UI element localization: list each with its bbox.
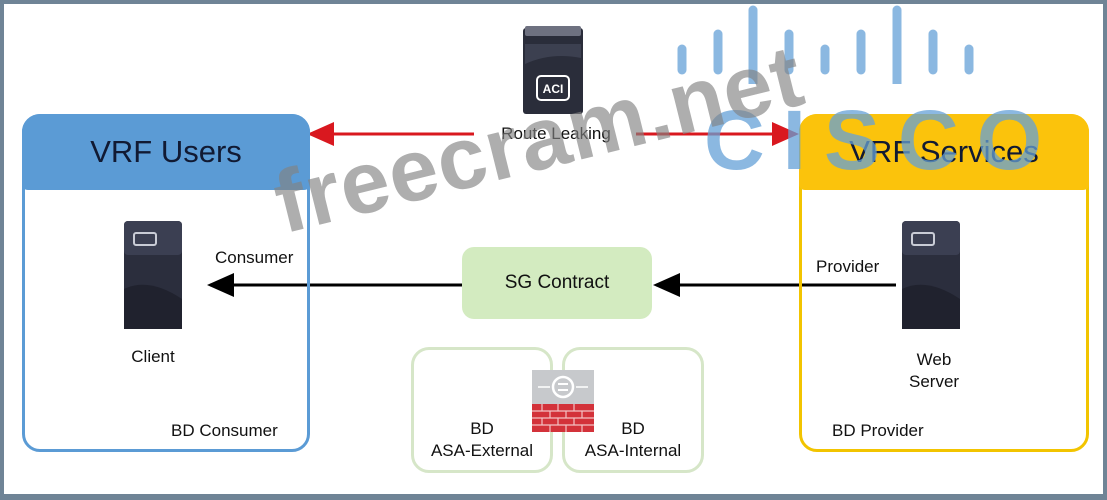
route-leaking-label: Route Leaking (501, 124, 611, 143)
consumer-label: Consumer (215, 248, 294, 267)
bd-asa-external-line2: ASA-External (430, 441, 534, 460)
bd-asa-internal-line1: BD (621, 419, 645, 438)
bd-provider-label: BD Provider (832, 421, 924, 440)
cisco-logo-bars-icon (677, 5, 974, 84)
asa-firewall-icon (532, 370, 594, 432)
connectors (207, 122, 896, 297)
web-server-icon (902, 221, 960, 329)
client-label: Client (131, 347, 175, 366)
vrf-users-title: VRF Users (22, 114, 310, 190)
web-server-label-line2: Server (909, 372, 960, 391)
aci-badge: ACI (543, 82, 564, 96)
bd-asa-external-label: BD ASA-External (414, 418, 550, 462)
vrf-services-title: VRF Services (799, 114, 1089, 190)
bd-asa-internal-line2: ASA-Internal (584, 441, 682, 460)
aci-controller-icon: ACI (523, 26, 583, 114)
client-server-icon (124, 221, 182, 329)
sg-contract-box: SG Contract (462, 247, 652, 319)
web-server-label-line1: Web (916, 350, 952, 369)
cisco-watermark: CISCO (704, 93, 1061, 187)
bd-asa-internal-label: BD ASA-Internal (565, 418, 701, 462)
diagram-canvas: ACI Route Leaking VRF Users BD Consumer … (4, 4, 1103, 494)
vrf-services-box: VRF Services BD Provider (799, 114, 1089, 452)
web-server-label: Web Server (909, 349, 959, 393)
vrf-users-box: VRF Users BD Consumer (22, 114, 310, 452)
bd-asa-external-line1: BD (470, 419, 494, 438)
bd-consumer-label: BD Consumer (171, 421, 278, 440)
provider-label: Provider (816, 257, 880, 276)
